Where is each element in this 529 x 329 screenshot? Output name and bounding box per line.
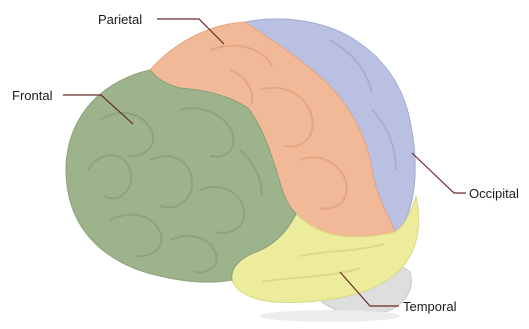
label-temporal: Temporal bbox=[403, 299, 456, 314]
label-frontal: Frontal bbox=[12, 88, 52, 103]
leader-line-occipital bbox=[412, 153, 466, 193]
shadow bbox=[260, 310, 400, 322]
label-occipital: Occipital bbox=[469, 186, 519, 201]
label-parietal: Parietal bbox=[98, 12, 142, 27]
